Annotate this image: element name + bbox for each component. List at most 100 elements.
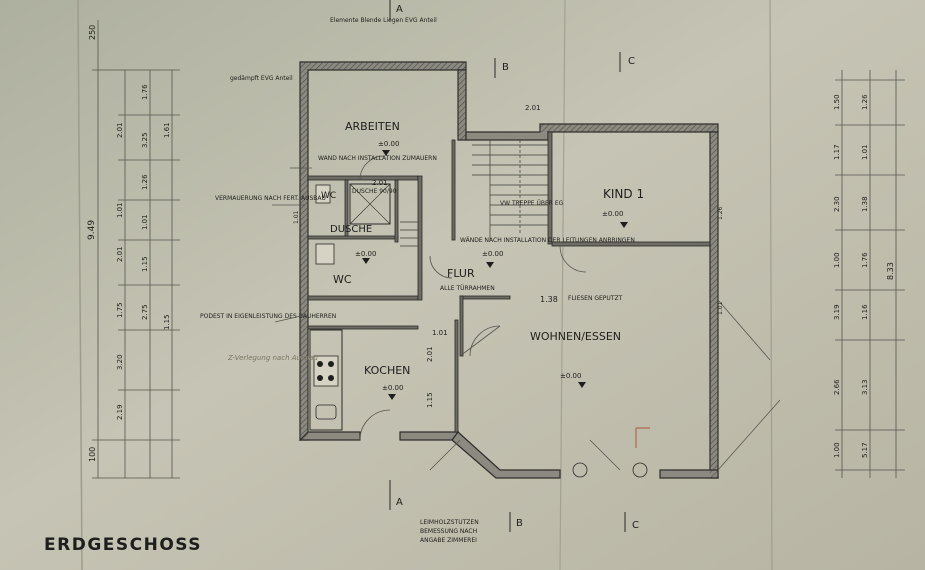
level-mark-flur: ±0.00 bbox=[482, 250, 503, 258]
pencil-marks bbox=[572, 427, 650, 478]
dim-label: 3.20 bbox=[116, 354, 124, 370]
wc-fixture bbox=[315, 184, 335, 265]
drawing-title: ERDGESCHOSS bbox=[44, 535, 202, 555]
note-text: VW TREPPE ÜBER EG bbox=[500, 200, 564, 207]
note-text: BEMESSUNG NACH bbox=[420, 528, 477, 535]
room-labels: ARBEITEN DUSCHE WC WC FLUR KIND 1 WOHNEN… bbox=[321, 120, 644, 377]
dim-label: 1.01 bbox=[141, 214, 149, 230]
dim-label: 1.38 bbox=[540, 295, 558, 304]
section-b-bottom: B bbox=[516, 518, 523, 529]
level-triangle-icon bbox=[388, 394, 396, 400]
note-text: WÄNDE NACH INSTALLATION DER LEITUNGEN AN… bbox=[460, 237, 635, 244]
dim-label: 2.66 bbox=[833, 379, 841, 395]
note-text: WAND NACH INSTALLATION ZUMAUERN bbox=[318, 155, 437, 162]
shower-tray bbox=[349, 183, 391, 225]
room-label-wc-upper: WC bbox=[321, 191, 336, 201]
level-mark-kochen: ±0.00 bbox=[382, 384, 403, 392]
hatched-walls bbox=[300, 62, 718, 478]
kitchen-counter bbox=[309, 329, 343, 431]
note-text: gedämpft EVG Anteil bbox=[230, 75, 293, 82]
dim-label: 1.16 bbox=[861, 304, 869, 320]
level-mark-wohnen: ±0.00 bbox=[560, 372, 581, 380]
dim-label: 2.01 bbox=[426, 346, 434, 362]
dim-label: 1.50 bbox=[833, 94, 841, 110]
dim-label: 100 bbox=[88, 447, 97, 462]
dim-label: 1.15 bbox=[426, 392, 434, 408]
dim-label: 3.13 bbox=[861, 379, 869, 395]
level-triangle-icon bbox=[382, 150, 390, 156]
dim-label: 1.26 bbox=[717, 206, 724, 220]
dim-label: 1.01 bbox=[116, 202, 124, 218]
note-text: LEIMHOLZSTUTZEN bbox=[420, 519, 479, 526]
dim-label: 1.00 bbox=[833, 442, 841, 458]
dim-label: 1.15 bbox=[163, 314, 171, 330]
dim-label: 1.17 bbox=[833, 144, 841, 160]
room-label-kind1: KIND 1 bbox=[603, 187, 644, 201]
dim-label: 3.25 bbox=[141, 132, 149, 148]
level-triangle-icon bbox=[486, 262, 494, 268]
note-text: FLIESEN GEPUTZT bbox=[568, 295, 623, 302]
window-labels: 1.26 1.01 1.01 bbox=[293, 206, 724, 315]
room-label-kochen: KOCHEN bbox=[364, 364, 410, 377]
dim-label: 1.01 bbox=[861, 144, 869, 160]
dim-label: 2.30 bbox=[833, 196, 841, 212]
level-mark-kind1: ±0.00 bbox=[602, 210, 623, 218]
room-label-dusche: DUSCHE bbox=[330, 224, 372, 235]
note-text: ALLE TÜRRAHMEN bbox=[440, 285, 495, 292]
staircase bbox=[400, 140, 548, 247]
level-triangle-icon bbox=[578, 382, 586, 388]
level-triangle-icon bbox=[362, 258, 370, 264]
room-label-wc: WC bbox=[333, 273, 352, 286]
door-swings bbox=[359, 155, 587, 441]
dim-label: 1.76 bbox=[141, 84, 149, 100]
dim-label: 1.61 bbox=[163, 122, 171, 138]
dim-label: 1.75 bbox=[116, 302, 124, 318]
note-text: VERMAUERUNG NACH FERT. AUSBAU bbox=[215, 195, 326, 202]
room-label-arbeiten: ARBEITEN bbox=[345, 120, 400, 133]
fold-line bbox=[559, 0, 566, 570]
section-a-top: A bbox=[396, 4, 403, 15]
dim-label: 2.01 bbox=[116, 122, 124, 138]
note-text: ANGABE ZIMMEREI bbox=[420, 537, 477, 544]
dim-label: 1.01 bbox=[717, 301, 724, 315]
section-a-bottom: A bbox=[396, 497, 403, 508]
level-triangle-icon bbox=[620, 222, 628, 228]
section-b-top: B bbox=[502, 62, 509, 73]
dim-label: 2.75 bbox=[141, 304, 149, 320]
dim-label: 1.26 bbox=[861, 94, 869, 110]
dim-label: 1.01 bbox=[293, 210, 300, 224]
dim-label: 2.19 bbox=[116, 404, 124, 420]
note-text: DUSCHE 90/90 bbox=[352, 188, 397, 195]
dim-label: 1.00 bbox=[833, 252, 841, 268]
level-mark-arbeiten: ±0.00 bbox=[378, 140, 399, 148]
room-label-wohnen-essen: WOHNEN/ESSEN bbox=[530, 330, 621, 343]
note-text: PODEST IN EIGENLEISTUNG DES BAUHERREN bbox=[200, 313, 336, 320]
fold-line bbox=[769, 0, 773, 570]
dim-label: 3.19 bbox=[833, 304, 841, 320]
section-markers: A A B B C C bbox=[389, 0, 639, 532]
room-label-flur: FLUR bbox=[447, 267, 475, 280]
dim-label: 9.49 bbox=[87, 220, 97, 240]
level-marks: ±0.00 ±0.00 ±0.00 ±0.00 ±0.00 ±0.00 bbox=[355, 140, 628, 400]
right-dimension-chain: 8.33 1.50 1.17 2.30 1.00 3.19 2.66 1.00 … bbox=[833, 70, 905, 478]
dim-label: 250 bbox=[88, 25, 97, 40]
dim-label: 5.17 bbox=[861, 442, 869, 458]
note-text: Elemente Blende Liegen EVG Anteil bbox=[330, 17, 437, 24]
dim-label: 1.38 bbox=[861, 196, 869, 212]
dim-label: 1.15 bbox=[141, 256, 149, 272]
section-c-bottom: C bbox=[632, 520, 639, 531]
section-c-top: C bbox=[628, 56, 635, 67]
dim-label: 2.01 bbox=[525, 104, 541, 112]
dim-label: 2.01 bbox=[116, 246, 124, 262]
dim-label: 2.01 bbox=[372, 179, 388, 187]
construction-lines bbox=[429, 299, 781, 471]
pencil-note: Z-Verlegung nach Ausbau bbox=[227, 354, 318, 362]
level-mark-dusche: ±0.00 bbox=[355, 250, 376, 258]
dim-label: 8.33 bbox=[886, 262, 895, 280]
fold-line bbox=[77, 0, 83, 570]
dim-label: 1.01 bbox=[432, 329, 448, 337]
annotations: WAND NACH INSTALLATION ZUMAUERN DUSCHE 9… bbox=[200, 17, 635, 544]
interior-dimensions: 2.01 2.01 1.38 1.01 2.01 1.15 bbox=[372, 104, 558, 408]
left-dimension-chain: 250 9.49 100 2.01 1.01 2.01 3.20 1.75 2.… bbox=[87, 20, 180, 479]
